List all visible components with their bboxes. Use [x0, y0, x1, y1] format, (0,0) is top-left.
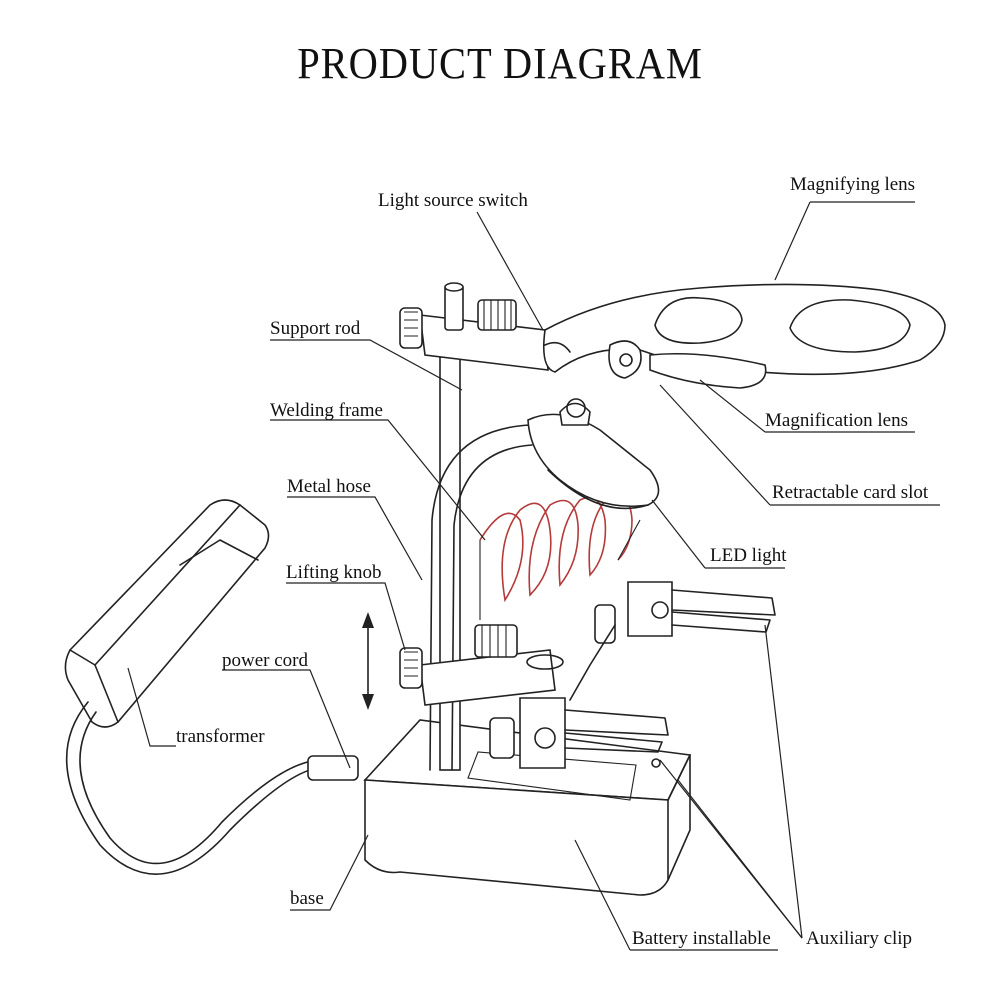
transformer-drawing — [64, 499, 359, 875]
support-rod-drawing — [439, 349, 461, 771]
label-battery-installable: Battery installable — [632, 928, 771, 949]
magnifier-drawing — [542, 283, 946, 389]
auxiliary-clips-drawing — [489, 581, 776, 769]
welding-frame-drawing — [479, 493, 641, 620]
label-metal-hose: Metal hose — [287, 476, 371, 497]
label-transformer: transformer — [176, 726, 265, 747]
label-magnifying-lens: Magnifying lens — [790, 174, 916, 195]
top-clamp-drawing — [399, 282, 549, 371]
label-retractable-card-slot: Retractable card slot — [772, 482, 929, 503]
label-led-light: LED light — [710, 545, 787, 566]
lower-clamp-drawing — [399, 624, 564, 706]
label-welding-frame: Welding frame — [270, 400, 383, 421]
led-lamp-drawing — [527, 398, 660, 510]
label-support-rod: Support rod — [270, 318, 361, 339]
label-auxiliary-clip: Auxiliary clip — [806, 928, 913, 949]
label-lifting-knob: Lifting knob — [286, 562, 382, 583]
label-light-source-switch: Light source switch — [378, 190, 528, 211]
label-power-cord: power cord — [222, 650, 308, 671]
metal-hose-drawing — [429, 424, 533, 771]
label-magnification-lens: Magnification lens — [765, 410, 908, 431]
leader-lines — [127, 201, 940, 951]
label-base: base — [290, 888, 324, 909]
diagram-title: PRODUCT DIAGRAM — [297, 39, 703, 88]
lifting-arrow — [362, 612, 374, 710]
